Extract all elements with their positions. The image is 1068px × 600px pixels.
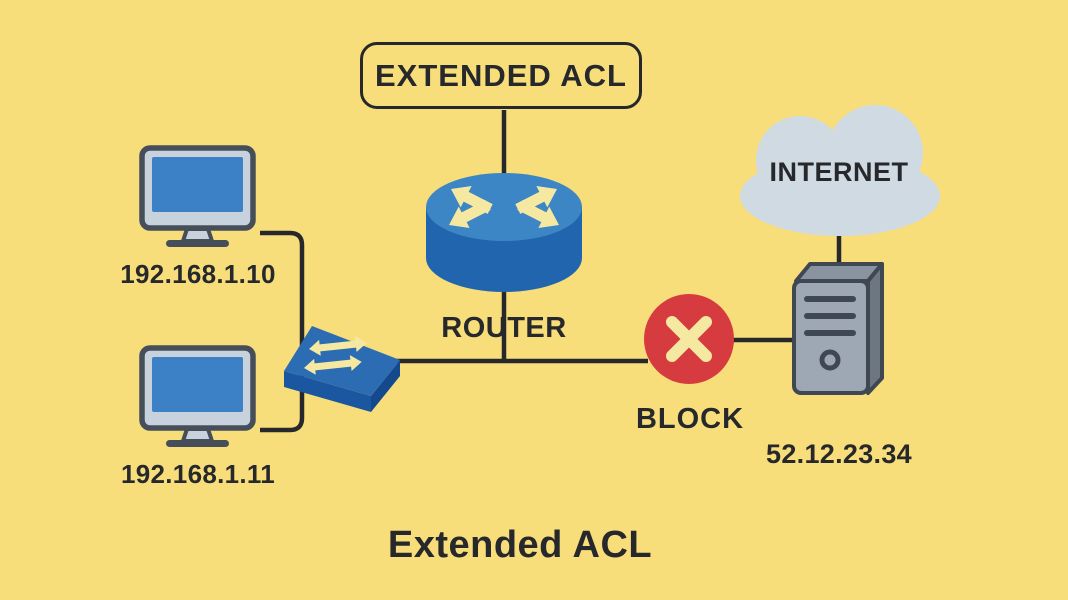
workstation-icon-1: [139, 145, 256, 247]
server-icon: [792, 262, 884, 395]
router-label: ROUTER: [441, 312, 567, 344]
host2-ip-label: 192.168.1.11: [121, 459, 275, 489]
internet-cloud-icon: [740, 105, 940, 236]
switch-icon: [284, 326, 400, 412]
internet-label: INTERNET: [769, 157, 909, 187]
diagram-title: Extended ACL: [387, 524, 653, 566]
host1-ip-label: 192.168.1.10: [120, 259, 276, 289]
block-icon: [644, 294, 734, 384]
server-ip-label: 52.12.23.34: [766, 439, 912, 469]
router-icon: [426, 173, 582, 292]
workstation-icon-2: [139, 345, 256, 447]
x-mark-icon: [666, 316, 712, 362]
wire-hosts-to-switch: [260, 230, 305, 433]
extended-acl-label: EXTENDED ACL: [375, 57, 627, 93]
extended-acl-callout: EXTENDED ACL: [360, 42, 642, 109]
block-label: BLOCK: [635, 403, 745, 435]
